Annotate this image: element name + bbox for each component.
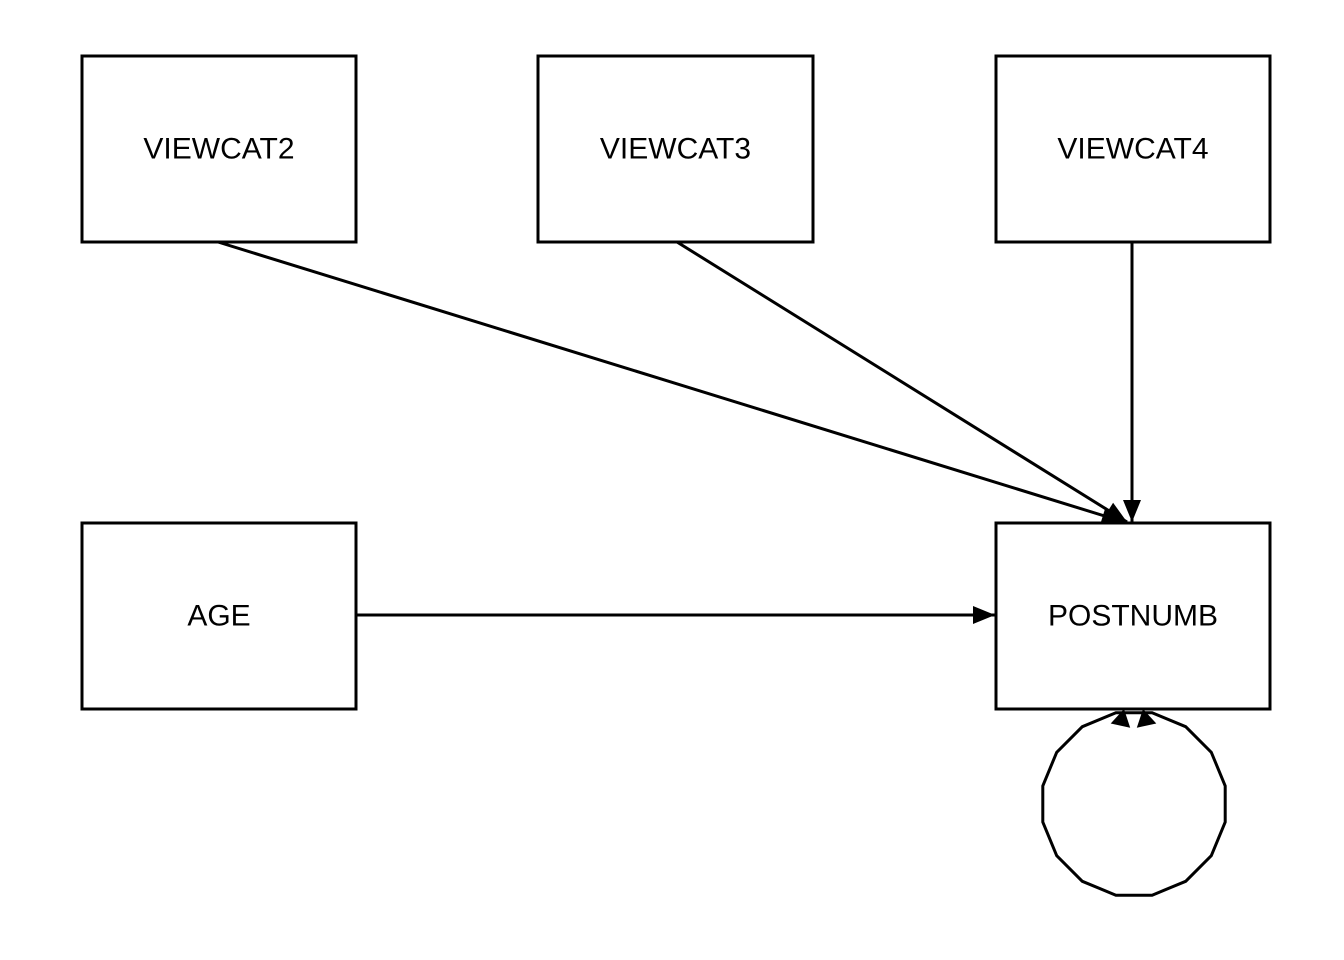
node-age: AGE — [80, 521, 358, 711]
edge-age-to-postnumb — [356, 606, 995, 624]
node-rect — [80, 521, 358, 711]
node-viewcat4: VIEWCAT4 — [994, 54, 1272, 244]
arrowhead-icon — [1136, 709, 1157, 728]
node-viewcat2: VIEWCAT2 — [80, 54, 358, 244]
node-rect — [536, 54, 815, 244]
arrowhead-icon — [973, 606, 995, 624]
edge-viewcat4-to-postnumb — [1123, 242, 1141, 522]
node-postnumb: POSTNUMB — [994, 521, 1272, 711]
node-label: VIEWCAT4 — [1057, 133, 1208, 166]
edge-viewcat3-to-postnumb — [676, 240, 1128, 524]
self-loop-postnumb — [1041, 709, 1227, 897]
arrowhead-icon — [1123, 500, 1141, 522]
node-label: VIEWCAT3 — [600, 133, 751, 166]
node-label: AGE — [187, 600, 250, 633]
edge-line — [217, 240, 1125, 524]
node-viewcat3: VIEWCAT3 — [536, 54, 815, 244]
node-label: POSTNUMB — [1048, 600, 1218, 633]
arrowhead-icon — [1103, 502, 1127, 522]
edge-viewcat2-to-postnumb — [217, 240, 1125, 525]
edge-line — [676, 240, 1128, 524]
arrowhead-icon — [1110, 709, 1131, 728]
node-rect — [80, 54, 358, 244]
self-loop-circle — [1041, 711, 1227, 897]
node-rect — [994, 54, 1272, 244]
node-rect — [994, 521, 1272, 711]
node-label: VIEWCAT2 — [143, 133, 294, 166]
